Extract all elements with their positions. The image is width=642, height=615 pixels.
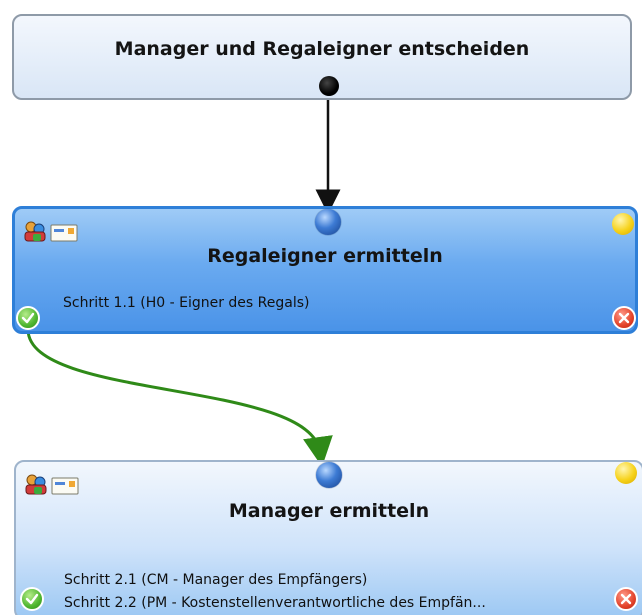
output-port[interactable] [319, 76, 339, 96]
step-item: Schritt 1.1 (H0 - Eigner des Regals) [63, 295, 310, 311]
node-title: Regaleigner ermitteln [207, 245, 443, 267]
input-port[interactable] [315, 209, 341, 235]
close-icon[interactable] [612, 306, 636, 330]
checkmark-icon[interactable] [20, 587, 44, 611]
status-indicator [612, 213, 634, 235]
close-icon[interactable] [614, 587, 638, 611]
node-title: Manager ermitteln [228, 500, 430, 522]
user-group-icon [25, 474, 47, 495]
mail-icon [50, 224, 78, 242]
connector-approve[interactable] [26, 329, 333, 467]
node-icons [24, 472, 84, 496]
node-title: Manager und Regaleigner entscheiden [114, 38, 530, 60]
node-icons [23, 219, 83, 243]
step-item: Schritt 2.1 (CM - Manager des Empfängers… [64, 572, 368, 588]
checkmark-icon[interactable] [16, 306, 40, 330]
status-indicator [615, 462, 637, 484]
input-port[interactable] [316, 462, 342, 488]
user-group-icon [24, 221, 46, 242]
step-item: Schritt 2.2 (PM - Kostenstellenverantwor… [64, 595, 486, 611]
mail-icon [51, 477, 79, 495]
